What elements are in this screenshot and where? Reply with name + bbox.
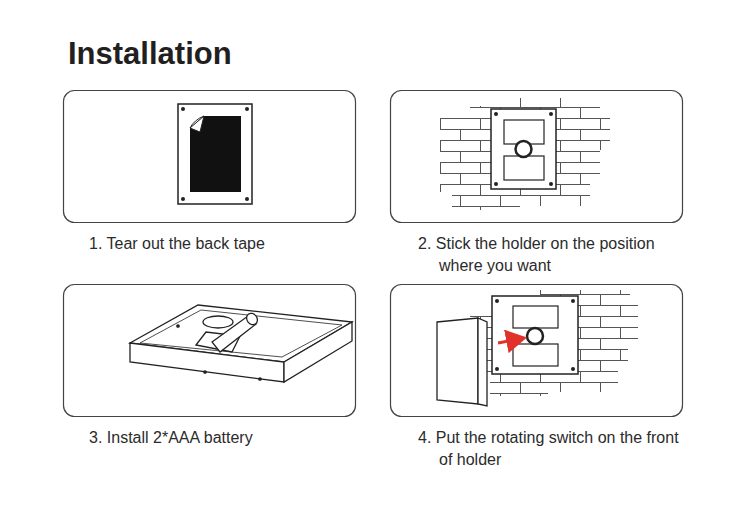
step-panel [64,91,356,223]
switch-with-battery [130,305,352,382]
attach-switch [437,290,638,406]
step-panel [64,285,356,417]
holder-with-tape [178,104,252,204]
step-panel [391,285,683,417]
step-caption: 4. Put the rotating switch on the front … [418,427,683,471]
page-title: Installation [68,36,232,72]
step-panel [391,91,683,223]
step-caption: 2. Stick the holder on the position wher… [418,233,677,277]
step-caption: 1. Tear out the back tape [89,233,360,255]
step-caption: 3. Install 2*AAA battery [89,427,360,449]
holder-on-wall [440,98,610,210]
